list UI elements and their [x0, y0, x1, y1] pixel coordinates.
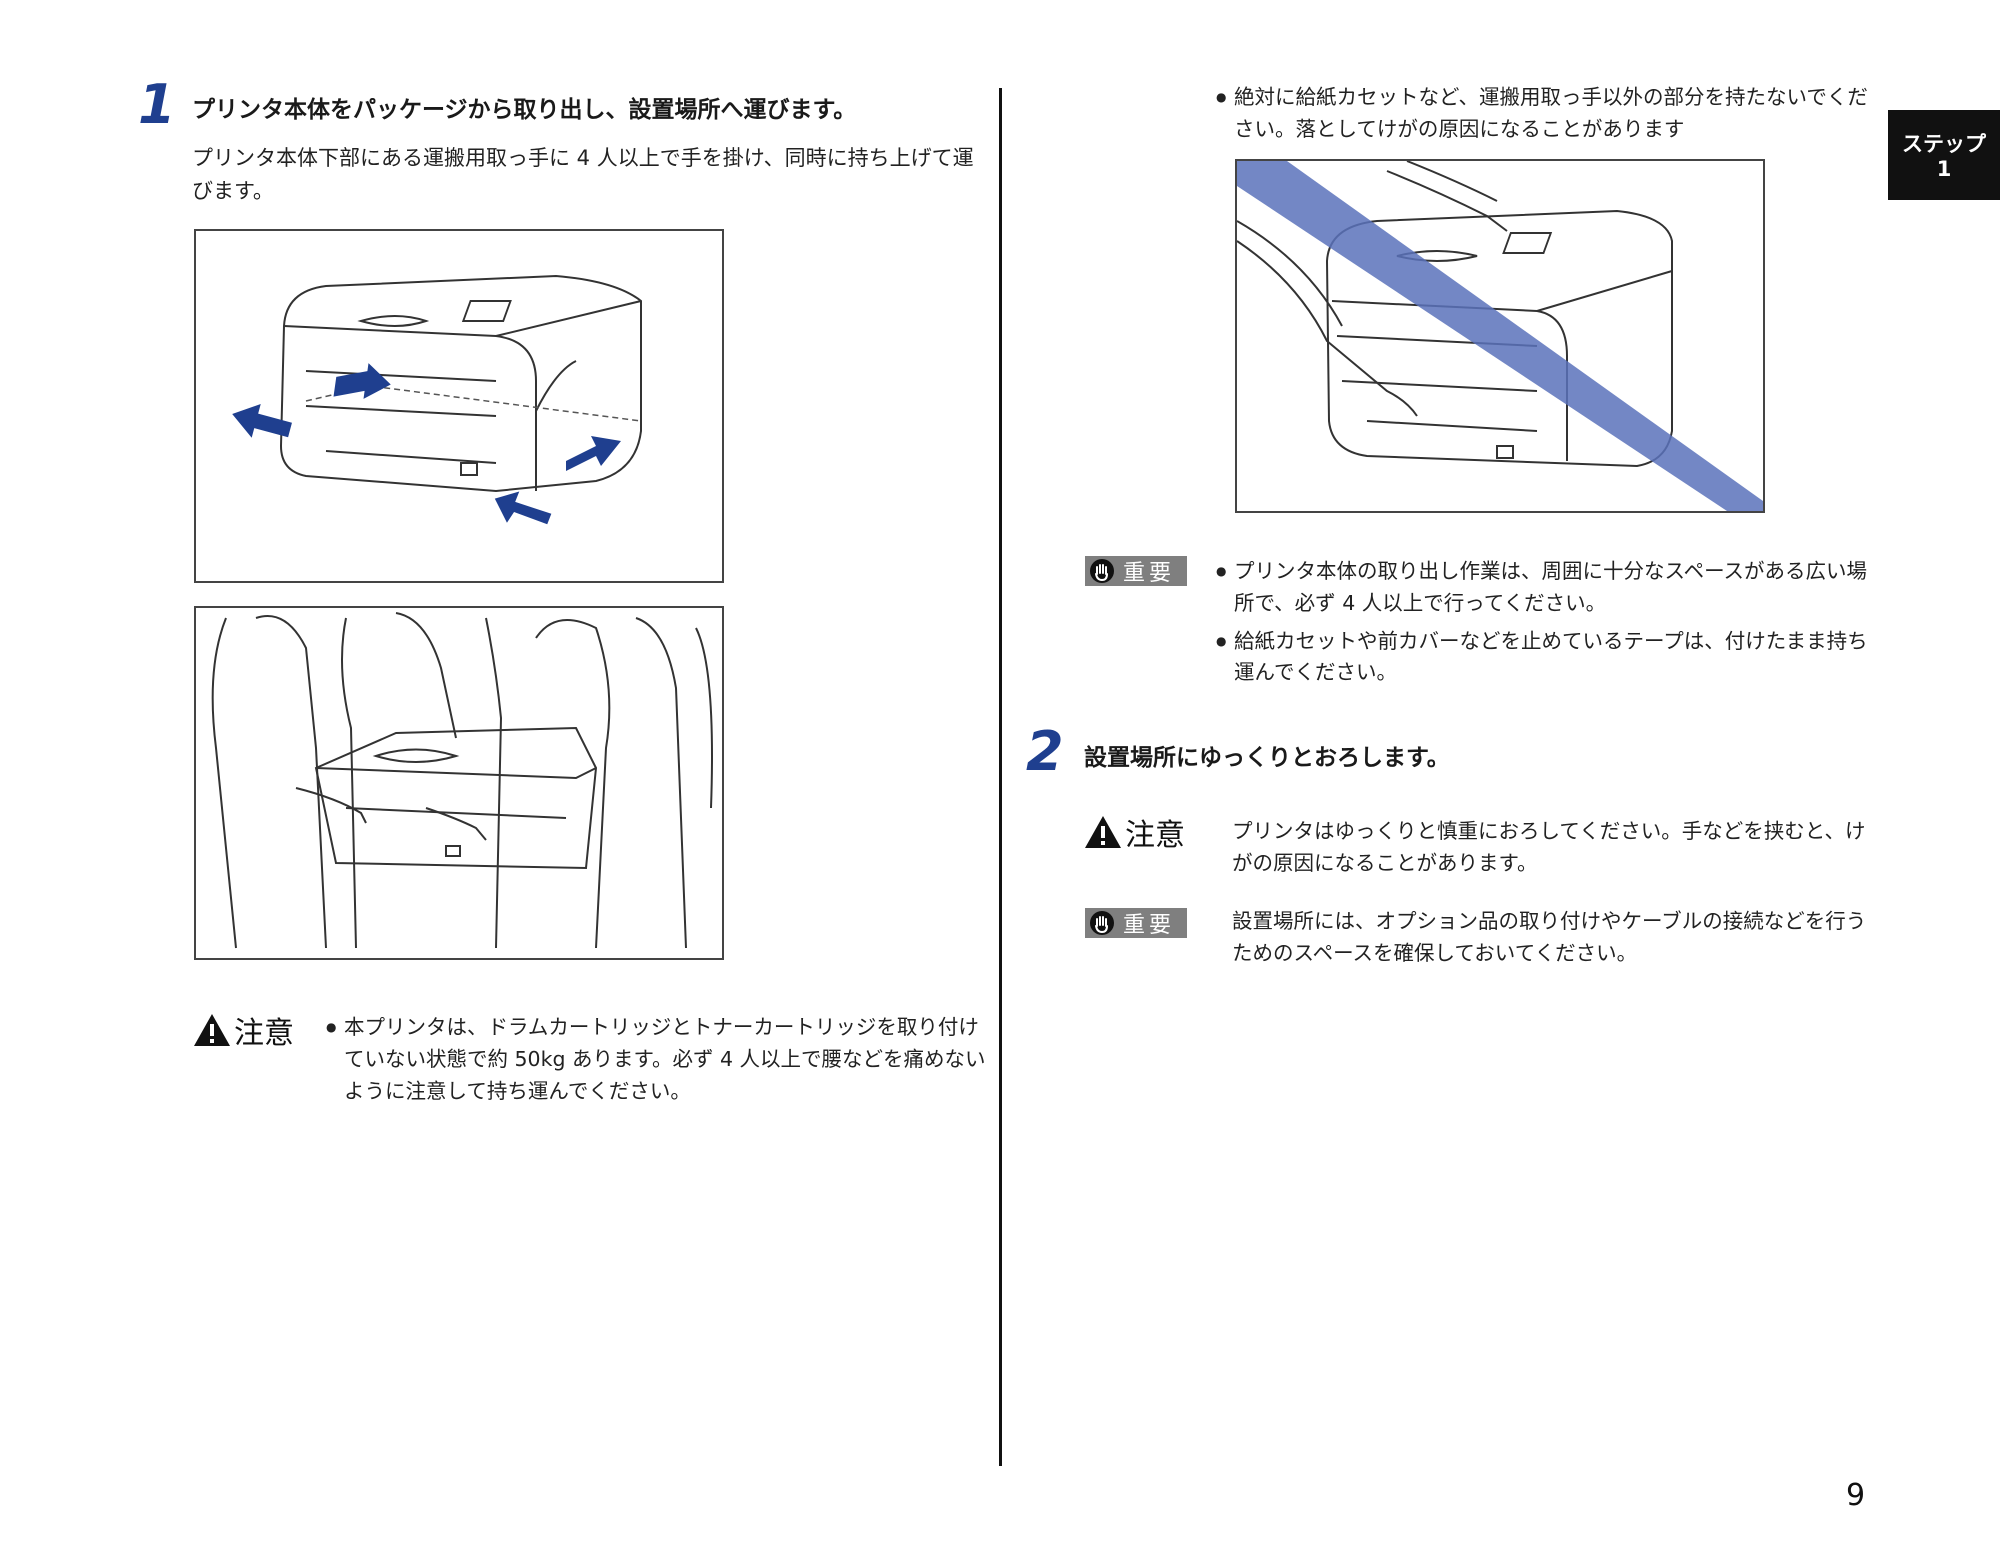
important-2-label: 重要	[1123, 913, 1176, 938]
caution-2-label: 注意	[1083, 810, 1185, 854]
incorrect-carry-illustration	[1237, 161, 1763, 511]
page-number: 9	[1846, 1478, 1866, 1513]
step-2-title: 設置場所にゆっくりとおろします。	[1084, 745, 1450, 771]
hand-stop-icon	[1090, 559, 1114, 583]
important-1-list: プリンタ本体の取り出し作業は、周囲に十分なスペースがある広い場所で、必ず 4 人…	[1216, 556, 1876, 689]
step-2-number: 2	[1026, 720, 1064, 783]
caution-2-label-text: 注意	[1125, 818, 1185, 853]
hand-stop-icon	[1090, 911, 1114, 935]
warning-triangle-icon	[1085, 816, 1121, 848]
step-1-number: 1	[138, 73, 176, 136]
warning-bullet: 絶対に給紙カセットなど、運搬用取っ手以外の部分を持たないでください。落としてけが…	[1216, 82, 1876, 146]
caution-1-item: 本プリンタは、ドラムカートリッジとトナーカートリッジを取り付けていない状態で約 …	[326, 1012, 986, 1107]
four-people-lifting-figure	[194, 606, 724, 960]
caution-1-label-text: 注意	[234, 1016, 294, 1051]
caution-1-body: 本プリンタは、ドラムカートリッジとトナーカートリッジを取り付けていない状態で約 …	[326, 1012, 986, 1107]
important-2-badge: 重要	[1085, 908, 1188, 938]
step-tab-number: 1	[1936, 157, 1952, 182]
important-1-badge: 重要	[1085, 556, 1188, 586]
step-1-title: プリンタ本体をパッケージから取り出し、設置場所へ運びます。	[192, 97, 857, 123]
warning-bullet-block: 絶対に給紙カセットなど、運搬用取っ手以外の部分を持たないでください。落としてけが…	[1216, 82, 1876, 146]
column-divider	[999, 88, 1002, 1466]
important-2-text: 設置場所には、オプション品の取り付けやケーブルの接続などを行うためのスペースを確…	[1232, 909, 1867, 965]
printer-handles-illustration	[232, 274, 642, 525]
four-people-lifting-illustration	[211, 612, 713, 949]
printer-handles-figure	[194, 229, 724, 583]
step-tab-label: ステップ	[1902, 132, 1986, 156]
important-1-item-1: プリンタ本体の取り出し作業は、周囲に十分なスペースがある広い場所で、必ず 4 人…	[1216, 556, 1876, 620]
important-1-item-2: 給紙カセットや前カバーなどを止めているテープは、付けたまま持ち運んでください。	[1216, 626, 1876, 690]
important-1-label: 重要	[1123, 561, 1176, 586]
caution-1-label: 注意	[192, 1008, 294, 1052]
caution-2-text: プリンタはゆっくりと慎重におろしてください。手などを挟むと、けがの原因になること…	[1232, 819, 1866, 875]
incorrect-carry-figure	[1235, 159, 1765, 513]
warning-triangle-icon	[194, 1014, 230, 1046]
step-1-body: プリンタ本体下部にある運搬用取っ手に 4 人以上で手を掛け、同時に持ち上げて運び…	[192, 146, 974, 203]
step-tab: ステップ 1	[1888, 110, 2000, 200]
